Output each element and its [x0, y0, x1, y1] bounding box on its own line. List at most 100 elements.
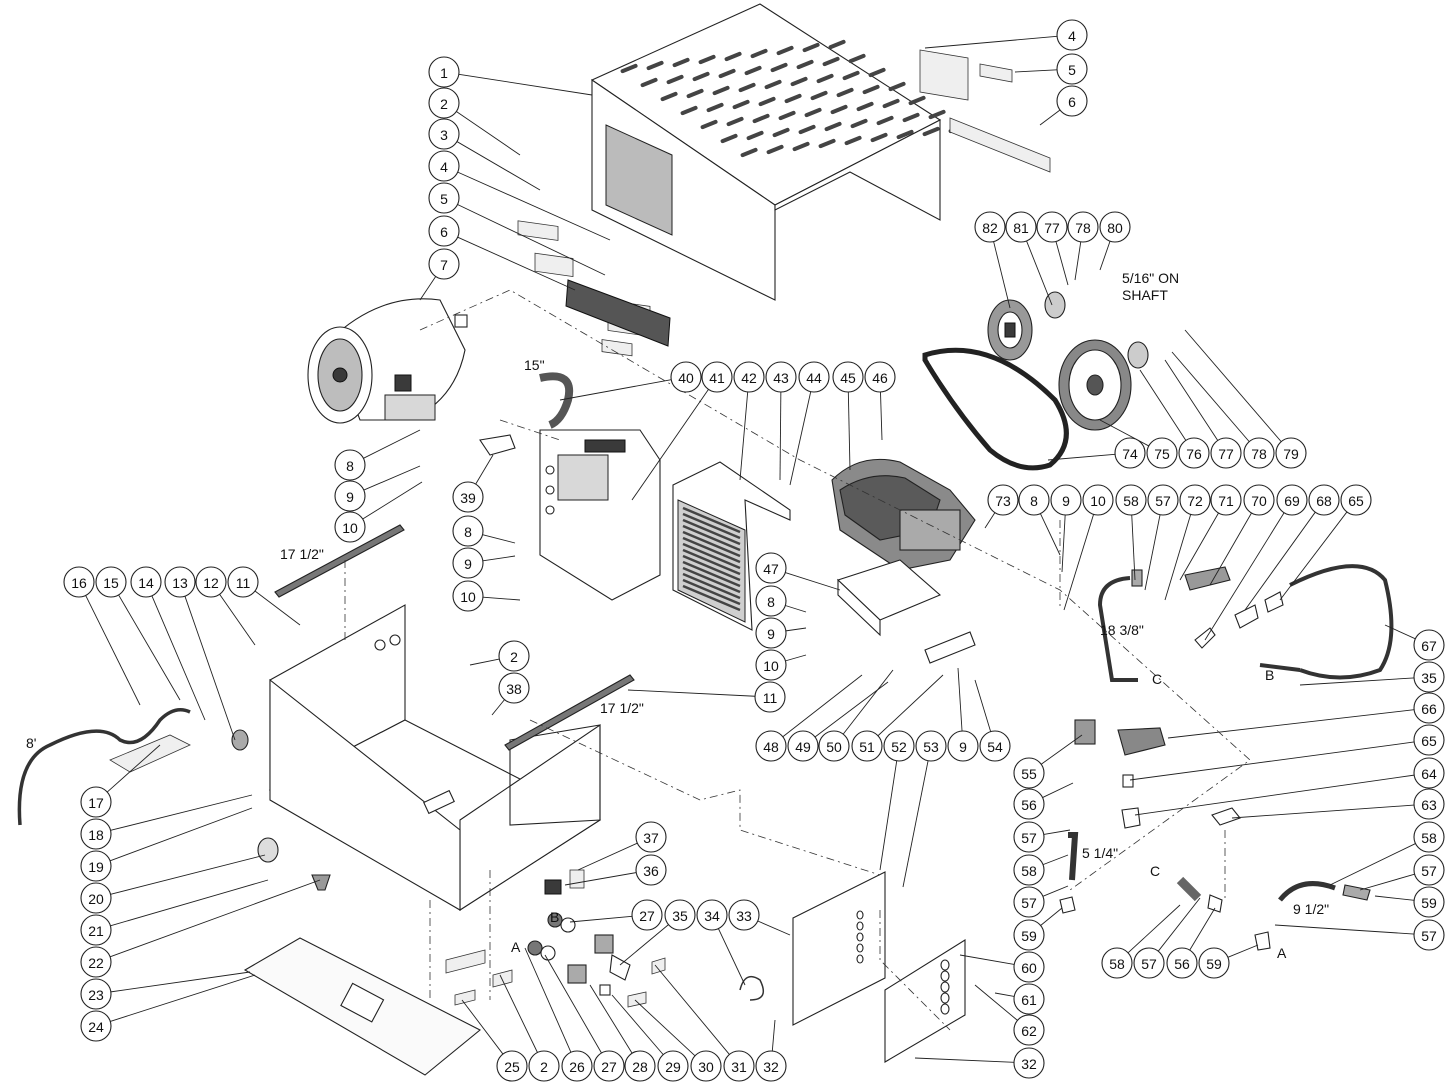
callout-10: 10	[334, 511, 366, 543]
callout-number: 38	[506, 681, 522, 697]
callout-number: 56	[1174, 956, 1190, 972]
leader-line	[1157, 897, 1201, 952]
callout-57: 57	[1013, 886, 1045, 918]
callout-79: 79	[1275, 437, 1307, 469]
callout-15: 15	[95, 566, 127, 598]
callout-10: 10	[1082, 484, 1114, 516]
vent-slot	[682, 578, 741, 606]
plate-hole	[940, 981, 950, 993]
foot-23	[311, 874, 331, 891]
callout-75: 75	[1146, 437, 1178, 469]
vent-slot	[928, 109, 946, 120]
fittings-27-28	[527, 912, 631, 996]
callout-circle	[80, 818, 112, 850]
callout-18: 18	[80, 818, 112, 850]
callout-circle	[1056, 53, 1088, 85]
vent-slot	[828, 39, 846, 50]
callout-number: 35	[1421, 670, 1437, 686]
plate-hole	[856, 921, 864, 931]
callout-circle	[1166, 947, 1198, 979]
leader-line	[363, 429, 421, 459]
callout-circle	[428, 248, 460, 280]
callout-58: 58	[1101, 947, 1133, 979]
callout-52: 52	[883, 730, 915, 762]
callout-number: 45	[840, 370, 856, 386]
callout-5: 5	[428, 182, 460, 214]
callout-circle	[498, 640, 530, 672]
vent-slot	[822, 56, 840, 67]
callout-9: 9	[334, 480, 366, 512]
callout-number: 15	[103, 575, 119, 591]
leader-line	[1179, 512, 1219, 581]
callout-80: 80	[1099, 211, 1131, 243]
callout-number: 73	[995, 493, 1011, 509]
leader-line	[1384, 624, 1416, 640]
callout-circle	[561, 1050, 593, 1082]
callout-number: 7	[440, 257, 448, 273]
callout-29: 29	[657, 1050, 689, 1082]
callout-number: 32	[763, 1059, 779, 1075]
callout-number: 81	[1013, 220, 1029, 236]
callout-circle	[1243, 437, 1275, 469]
vent-slot	[732, 99, 750, 110]
callout-circle	[1013, 757, 1045, 789]
callout-number: 51	[859, 739, 875, 755]
leader-line	[1274, 924, 1415, 935]
callout-16: 16	[63, 566, 95, 598]
callout-21: 21	[80, 914, 112, 946]
vent-slot	[692, 71, 710, 82]
callout-circle	[947, 730, 979, 762]
callout-number: 67	[1421, 638, 1437, 654]
callout-8: 8	[755, 585, 787, 617]
callout-57: 57	[1133, 947, 1165, 979]
callout-number: 23	[88, 987, 104, 1003]
leader-line	[1227, 944, 1259, 958]
callout-circle	[1101, 947, 1133, 979]
callout-10: 10	[452, 580, 484, 612]
top-cover	[590, 3, 966, 301]
callout-number: 55	[1021, 766, 1037, 782]
callout-9: 9	[755, 617, 787, 649]
callout-42: 42	[733, 361, 765, 393]
callout-circle	[1013, 886, 1045, 918]
callout-number: 43	[773, 370, 789, 386]
dimension-label: 8'	[26, 735, 36, 751]
decal-30	[627, 991, 647, 1008]
leader-line	[814, 681, 889, 738]
decal-6-right	[949, 117, 1051, 173]
callout-number: 32	[1021, 1056, 1037, 1072]
callout-circle	[428, 87, 460, 119]
leader-line	[842, 669, 894, 735]
leader-line	[847, 391, 851, 471]
callout-number: 4	[440, 159, 448, 175]
vent-slot	[682, 524, 741, 552]
callout-circle	[80, 946, 112, 978]
callout-number: 82	[982, 220, 998, 236]
callout-circle	[1413, 919, 1445, 951]
dimension-label: SHAFT	[1122, 287, 1168, 303]
vent-slot	[640, 77, 658, 88]
callout-number: 44	[806, 370, 822, 386]
leader-line	[1063, 514, 1095, 611]
leader-line	[974, 679, 992, 732]
vent-slot	[802, 42, 820, 53]
callout-number: 60	[1021, 960, 1037, 976]
vent-slot	[700, 119, 718, 130]
leader-line	[589, 984, 633, 1054]
leader-line	[1042, 782, 1074, 798]
callout-35: 35	[664, 899, 696, 931]
connection-letter: A	[1277, 945, 1287, 961]
leader-line	[739, 391, 749, 481]
callout-9: 9	[1050, 484, 1082, 516]
callout-circle	[80, 978, 112, 1010]
plate-hole	[940, 992, 950, 1004]
callout-53: 53	[915, 730, 947, 762]
callout-64: 64	[1413, 757, 1445, 789]
leader-line	[1134, 774, 1415, 816]
callout-circle	[1198, 947, 1230, 979]
callout-number: 9	[346, 489, 354, 505]
callout-circle	[1146, 437, 1178, 469]
